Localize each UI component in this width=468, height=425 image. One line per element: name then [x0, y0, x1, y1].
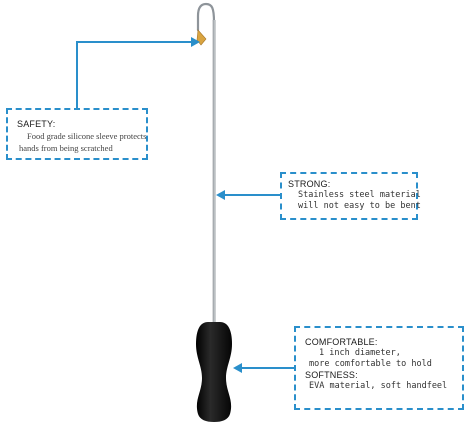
stainless-rod — [212, 20, 216, 324]
strong-title: STRONG: — [288, 179, 331, 189]
comfortable-callout: COMFORTABLE: 1 inch diameter, more comfo… — [294, 326, 464, 410]
safety-connector-line — [76, 41, 194, 108]
safety-arrowhead — [191, 37, 200, 47]
eva-handle — [196, 322, 232, 422]
hook-tip — [196, 2, 216, 324]
strong-text-line-2: will not easy to be bent — [298, 201, 421, 211]
safety-title: SAFETY: — [17, 119, 56, 129]
comfortable-arrowhead — [233, 363, 242, 373]
comfortable-text-line-2: more comfortable to hold — [309, 359, 432, 369]
safety-text-line-2: hands from being scratched — [19, 143, 113, 153]
safety-callout: SAFETY: Food grade silicone sleeve prote… — [6, 108, 148, 160]
softness-title: SOFTNESS: — [305, 370, 358, 380]
strong-callout: STRONG: Stainless steel material will no… — [280, 172, 421, 220]
comfortable-text-line-1: 1 inch diameter, — [319, 348, 401, 358]
silicone-sleeve — [196, 29, 207, 46]
strong-text-line-1: Stainless steel material — [298, 190, 421, 200]
comfortable-title: COMFORTABLE: — [305, 337, 378, 347]
safety-text-line-1: Food grade silicone sleeve protects — [27, 131, 147, 141]
softness-text-line: EVA material, soft handfeel — [309, 381, 448, 391]
strong-arrowhead — [216, 190, 225, 200]
